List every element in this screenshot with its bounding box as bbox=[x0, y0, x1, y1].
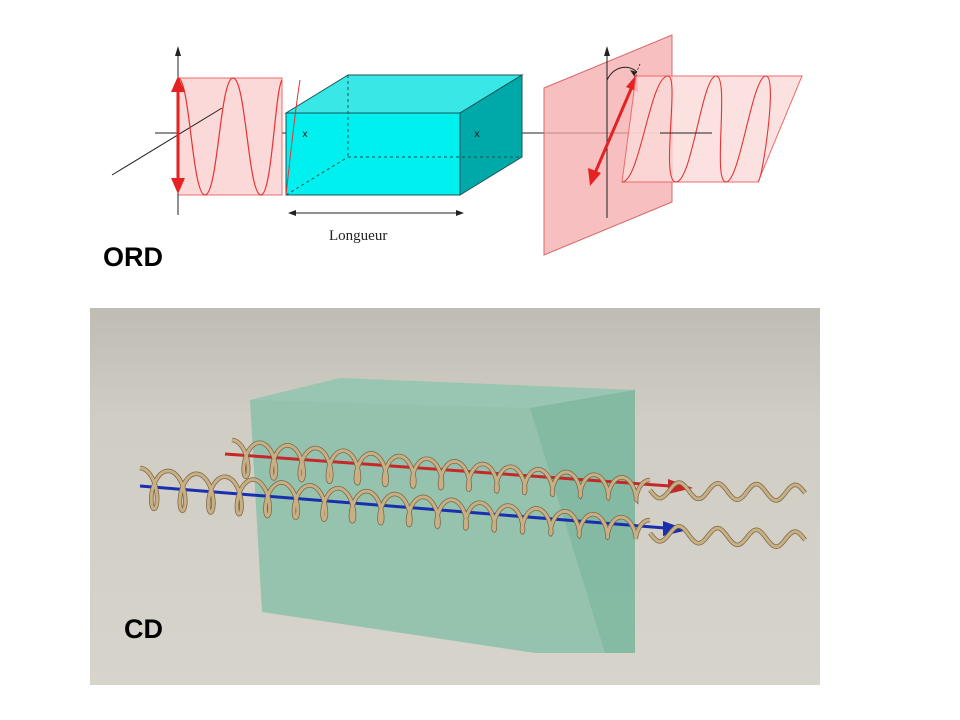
lower-helix bbox=[139, 465, 651, 541]
ord-diagram: x x Longueur bbox=[111, 34, 803, 256]
axis-mark-exit: x bbox=[474, 129, 480, 140]
wave-line bbox=[648, 524, 807, 549]
wave-line bbox=[648, 481, 807, 502]
cd-label: CD bbox=[124, 614, 163, 644]
output-wave-ribbon bbox=[621, 75, 803, 183]
length-label: Longueur bbox=[329, 228, 387, 244]
ord-label: ORD bbox=[103, 242, 163, 272]
upper-exit-wave bbox=[648, 480, 807, 503]
ord-sample-cuboid: x x bbox=[284, 74, 524, 196]
cd-sample-cuboid bbox=[250, 378, 635, 653]
helix-coil bbox=[139, 466, 651, 540]
input-polarization-panel bbox=[111, 46, 283, 215]
lower-exit-wave bbox=[648, 524, 807, 549]
length-dimension: Longueur bbox=[288, 210, 464, 244]
cd-scene bbox=[139, 378, 807, 653]
cd-illustration: CD bbox=[90, 308, 820, 685]
upper-helix bbox=[231, 437, 651, 505]
helix-coil bbox=[231, 438, 651, 503]
axis-mark-entry: x bbox=[302, 129, 308, 140]
